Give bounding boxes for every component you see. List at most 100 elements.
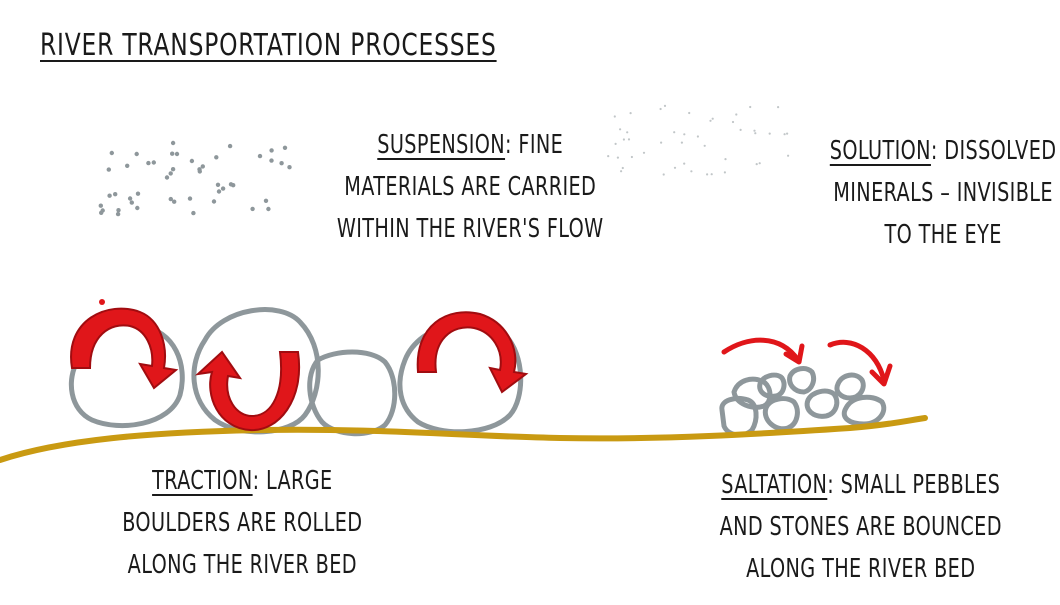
particle bbox=[187, 196, 193, 201]
particle bbox=[662, 173, 665, 176]
particle bbox=[189, 158, 195, 164]
solution-label: SOLUTION: DISSOLVED MINERALS – INVISIBLE… bbox=[829, 136, 1057, 250]
particle bbox=[626, 131, 629, 134]
bounce-arrow-2-head bbox=[869, 363, 893, 387]
suspension-term: SUSPENSION bbox=[377, 130, 506, 160]
particle bbox=[660, 141, 663, 144]
particle bbox=[211, 199, 217, 204]
particle bbox=[613, 115, 616, 118]
particle bbox=[777, 106, 780, 109]
pebble-4 bbox=[757, 372, 787, 399]
particle bbox=[109, 150, 115, 156]
pebble-5 bbox=[787, 366, 817, 395]
particle bbox=[170, 151, 175, 156]
particle bbox=[215, 182, 221, 187]
particle bbox=[125, 163, 130, 168]
particle bbox=[127, 196, 133, 201]
particle bbox=[174, 151, 180, 157]
particle bbox=[135, 191, 141, 196]
particle bbox=[690, 170, 693, 173]
particle bbox=[269, 148, 274, 153]
particle bbox=[739, 128, 742, 131]
bounce-arrow-1-head bbox=[783, 343, 805, 365]
particle bbox=[250, 206, 255, 212]
particle bbox=[134, 151, 139, 157]
particle bbox=[683, 133, 686, 136]
particle bbox=[257, 153, 263, 159]
diagram-title: RIVER TRANSPORTATION PROCESSES bbox=[40, 28, 497, 63]
traction-term: TRACTION bbox=[152, 466, 253, 496]
particle bbox=[620, 170, 623, 173]
saltation-term: SALTATION bbox=[721, 470, 828, 500]
particle bbox=[724, 158, 727, 161]
particle bbox=[783, 133, 786, 136]
particle bbox=[263, 198, 269, 203]
particle bbox=[116, 208, 121, 213]
particle bbox=[673, 131, 676, 134]
particle bbox=[266, 206, 271, 212]
particle bbox=[683, 162, 686, 165]
rolling-arrow-3 bbox=[416, 311, 529, 394]
particle bbox=[642, 151, 646, 154]
traction-arrows bbox=[70, 299, 529, 432]
particle bbox=[735, 113, 738, 116]
particle bbox=[754, 132, 757, 135]
particle bbox=[228, 182, 234, 187]
solution-particles bbox=[607, 104, 790, 176]
particle bbox=[709, 119, 712, 122]
particle bbox=[753, 129, 756, 132]
river-bed-line bbox=[0, 415, 928, 463]
particle bbox=[98, 203, 104, 208]
particle bbox=[706, 173, 709, 176]
particle bbox=[787, 154, 790, 157]
particle bbox=[629, 112, 632, 115]
particle bbox=[279, 161, 284, 166]
particle bbox=[106, 167, 112, 172]
particle bbox=[216, 189, 222, 194]
particle bbox=[269, 158, 274, 163]
particle bbox=[673, 166, 677, 169]
particle bbox=[191, 210, 196, 216]
arrow-dot bbox=[99, 299, 105, 305]
particle bbox=[688, 111, 691, 115]
particle bbox=[758, 162, 761, 165]
particle bbox=[146, 160, 151, 166]
particle bbox=[115, 211, 121, 217]
particle bbox=[200, 164, 205, 169]
bounce-arrow-1 bbox=[721, 337, 801, 363]
saltation-label: SALTATION: SMALL PEBBLES AND STONES ARE … bbox=[719, 470, 1002, 584]
particle bbox=[282, 145, 288, 150]
boulder-3 bbox=[307, 349, 398, 437]
particle bbox=[710, 173, 713, 176]
particle bbox=[227, 143, 233, 149]
saltation-pebbles bbox=[719, 366, 887, 438]
particle bbox=[723, 171, 727, 174]
particle bbox=[659, 107, 662, 111]
solution-term: SOLUTION bbox=[829, 136, 931, 166]
particle bbox=[170, 167, 176, 172]
particle bbox=[164, 175, 170, 180]
particle bbox=[755, 163, 758, 166]
particle bbox=[663, 104, 667, 107]
particle bbox=[168, 171, 173, 176]
particle bbox=[113, 192, 118, 197]
boulder-2 bbox=[191, 307, 321, 435]
traction-label: TRACTION: LARGE BOULDERS ARE ROLLED ALON… bbox=[122, 466, 363, 580]
particle bbox=[129, 200, 134, 205]
particle bbox=[627, 138, 631, 141]
particle bbox=[168, 196, 173, 202]
particle bbox=[220, 186, 226, 191]
particle bbox=[703, 144, 706, 147]
particle bbox=[99, 210, 104, 215]
particle bbox=[711, 117, 714, 120]
suspension-particles bbox=[98, 140, 292, 217]
particle bbox=[749, 105, 752, 109]
pebble-8 bbox=[841, 394, 887, 427]
particle bbox=[621, 166, 624, 170]
particle bbox=[696, 135, 700, 138]
pebble-3 bbox=[762, 396, 800, 432]
particle bbox=[107, 193, 112, 198]
rolling-arrow-1 bbox=[70, 299, 179, 390]
particle bbox=[614, 142, 617, 145]
